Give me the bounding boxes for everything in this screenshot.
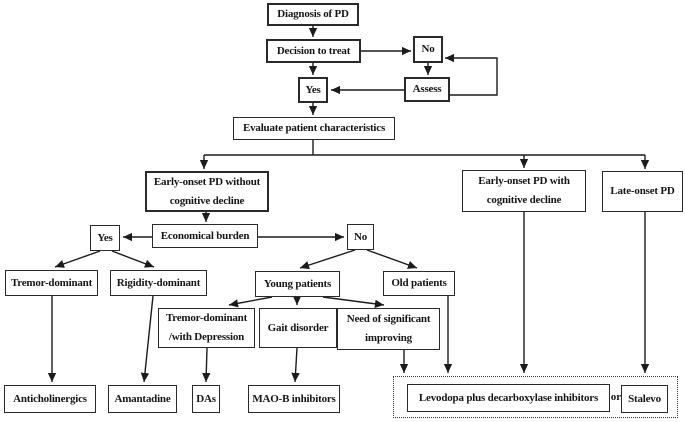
node-need-of-significant-improving: Need of significant improving bbox=[337, 308, 440, 350]
node-label: Evaluate patient characteristics bbox=[242, 122, 386, 134]
node-yes-economical-burden: Yes bbox=[90, 225, 120, 251]
node-das: DAs bbox=[192, 385, 220, 413]
node-decision-to-treat: Decision to treat bbox=[266, 39, 361, 63]
node-diagnosis-of-pd: Diagnosis of PD bbox=[267, 3, 359, 26]
node-label: Late-onset PD bbox=[610, 185, 675, 197]
node-no-economical-burden: No bbox=[347, 224, 374, 250]
node-label: DAs bbox=[196, 392, 216, 405]
node-label: Old patients bbox=[391, 277, 447, 289]
node-no-treat: No bbox=[413, 36, 443, 63]
node-label: Diagnosis of PD bbox=[277, 8, 349, 20]
node-label-line2: cognitive decline bbox=[169, 194, 245, 207]
node-label: No bbox=[353, 230, 368, 243]
node-evaluate-patient-characteristics: Evaluate patient characteristics bbox=[233, 117, 395, 140]
group-levodopa-or-stalevo bbox=[393, 376, 678, 418]
label-or: or bbox=[610, 391, 622, 403]
node-early-onset-pd-with-cognitive-decline: Early-onset PD with cognitive decline bbox=[462, 170, 586, 212]
node-maob-inhibitors: MAO-B inhibitors bbox=[248, 385, 340, 413]
node-label: Economical burden bbox=[160, 229, 250, 242]
node-label: No bbox=[421, 43, 435, 55]
node-old-patients: Old patients bbox=[383, 271, 455, 296]
node-tremor-dominant-with-depression: Tremor-dominant /with Depression bbox=[158, 308, 255, 348]
node-late-onset-pd: Late-onset PD bbox=[602, 171, 683, 212]
node-label-line2: cognitive decline bbox=[486, 194, 562, 206]
node-label: Anticholinergics bbox=[13, 392, 87, 405]
node-early-onset-pd-without-cognitive-decline: Early-onset PD without cognitive decline bbox=[145, 171, 269, 212]
node-label: Yes bbox=[305, 83, 321, 96]
node-label: Yes bbox=[97, 231, 113, 244]
node-label-line1: Early-onset PD with bbox=[478, 175, 570, 187]
node-levodopa-plus-decarboxylase-inhibitors: Levodopa plus decarboxylase inhibitors bbox=[407, 384, 610, 412]
node-young-patients: Young patients bbox=[255, 271, 340, 297]
node-rigidity-dominant: Rigidity-dominant bbox=[110, 270, 207, 296]
node-label-line1: Early-onset PD without bbox=[153, 175, 261, 188]
node-label: Young patients bbox=[263, 277, 332, 290]
node-label: Stalevo bbox=[628, 392, 661, 405]
node-stalevo: Stalevo bbox=[621, 385, 668, 413]
node-yes-treat: Yes bbox=[298, 77, 328, 103]
node-label: Amantadine bbox=[114, 392, 171, 405]
node-label-line1: Tremor-dominant bbox=[165, 312, 248, 324]
node-label-line2: /with Depression bbox=[168, 331, 245, 343]
node-label: Decision to treat bbox=[276, 44, 351, 57]
node-amantadine: Amantadine bbox=[108, 385, 177, 413]
node-label: Tremor-dominant bbox=[10, 276, 93, 289]
node-label: Assess bbox=[412, 83, 442, 95]
node-assess: Assess bbox=[404, 77, 450, 102]
node-label-line2: improving bbox=[365, 332, 412, 344]
node-gait-disorder: Gait disorder bbox=[259, 308, 337, 348]
node-label: Gait disorder bbox=[267, 321, 329, 334]
node-label: Rigidity-dominant bbox=[116, 276, 201, 289]
node-economical-burden: Economical burden bbox=[152, 224, 258, 248]
node-label: Levodopa plus decarboxylase inhibitors bbox=[418, 391, 599, 404]
node-label-line1: Need of significant bbox=[346, 313, 431, 325]
node-tremor-dominant: Tremor-dominant bbox=[5, 270, 98, 296]
node-label: MAO-B inhibitors bbox=[252, 392, 336, 405]
node-anticholinergics: Anticholinergics bbox=[4, 385, 96, 413]
